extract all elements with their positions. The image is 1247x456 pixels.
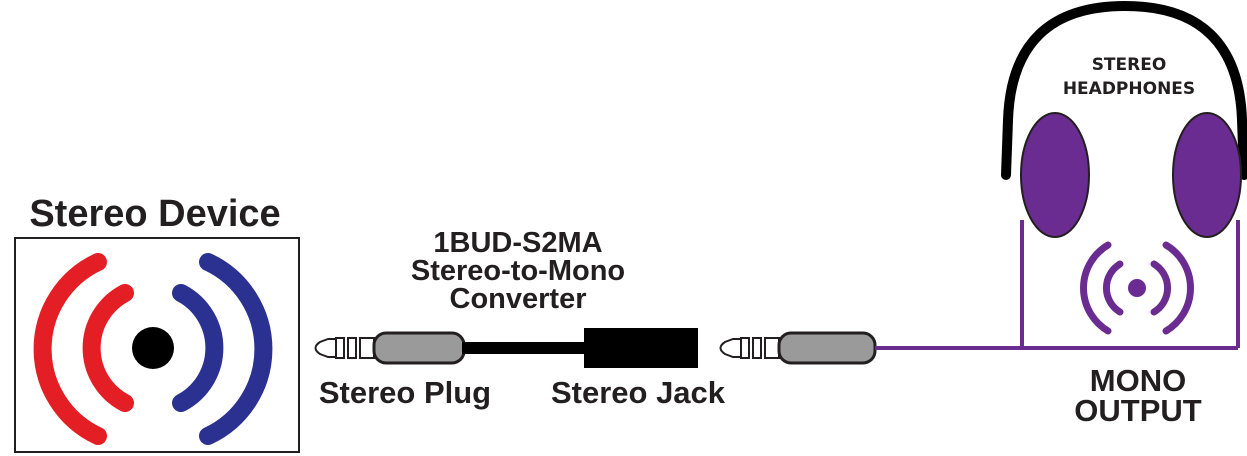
mono-left-inner-wave bbox=[1102, 260, 1124, 316]
mono-plug-tip bbox=[719, 338, 742, 358]
stereo-plug bbox=[314, 331, 466, 365]
converter-line1: Stereo-to-Mono bbox=[411, 255, 625, 287]
blue-outer-wave bbox=[199, 253, 273, 445]
stereo-jack-label: Stereo Jack bbox=[551, 375, 726, 410]
converter-model: 1BUD-S2MA bbox=[433, 227, 602, 259]
stereo-plug-sleeve bbox=[359, 337, 375, 359]
headphones-label-line2: HEADPHONES bbox=[1063, 79, 1195, 99]
stereo-jack bbox=[584, 328, 698, 368]
stereo-plug-label: Stereo Plug bbox=[319, 375, 491, 410]
mono-plug-sleeve bbox=[764, 337, 780, 359]
stereo-plug-ring2 bbox=[347, 337, 357, 359]
center-dot bbox=[132, 327, 174, 369]
blue-inner-wave bbox=[172, 284, 224, 412]
mono-broadcast-icon bbox=[1080, 241, 1194, 335]
mono-output-line1: MONO bbox=[1090, 363, 1186, 398]
converter-line2: Converter bbox=[450, 283, 587, 315]
stereo-device bbox=[14, 237, 300, 453]
mono-left-outer-wave bbox=[1080, 241, 1112, 335]
mono-output-plug bbox=[719, 331, 877, 365]
mono-right-inner-wave bbox=[1150, 260, 1172, 316]
converter-label: 1BUD-S2MA Stereo-to-Mono Converter bbox=[411, 227, 625, 315]
mono-plug-body bbox=[777, 331, 877, 365]
mono-right-outer-wave bbox=[1162, 241, 1194, 335]
headphones-headband bbox=[1001, 0, 1247, 180]
stereo-plug-tip bbox=[314, 338, 337, 358]
right-ear-cup bbox=[1172, 112, 1242, 238]
mono-plug-ring2 bbox=[752, 337, 762, 359]
converter-cable bbox=[462, 342, 586, 354]
red-inner-wave bbox=[82, 284, 134, 412]
stereo-plug-ring1 bbox=[335, 337, 345, 359]
stereo-headphones: STEREO HEADPHONES bbox=[1001, 0, 1247, 238]
headphones-label-line1: STEREO bbox=[1092, 55, 1167, 75]
mono-wiring bbox=[875, 220, 1240, 350]
stereo-device-title: Stereo Device bbox=[29, 193, 280, 235]
mono-plug-ring1 bbox=[740, 337, 750, 359]
stereo-plug-body bbox=[372, 331, 466, 365]
left-ear-cup bbox=[1020, 112, 1090, 238]
mono-output-line2: OUTPUT bbox=[1074, 393, 1202, 428]
mono-center-dot bbox=[1128, 279, 1146, 297]
red-outer-wave bbox=[33, 253, 107, 445]
stereo-broadcast-icon bbox=[33, 253, 273, 445]
